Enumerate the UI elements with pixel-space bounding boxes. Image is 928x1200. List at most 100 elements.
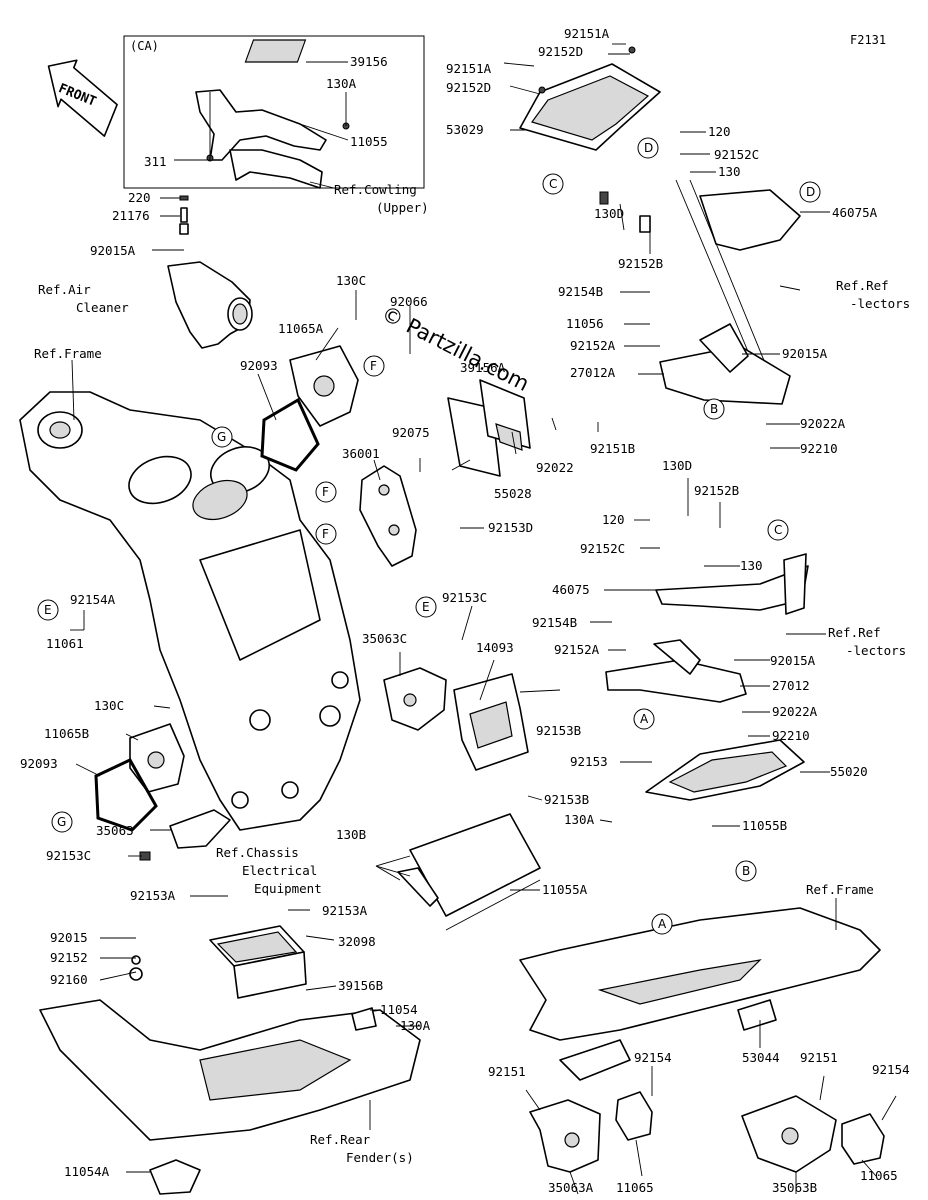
callout-label: 130C — [94, 698, 124, 713]
ref-circle-a-mid: A — [633, 708, 655, 730]
svg-text:E: E — [44, 603, 52, 617]
callout-label: 35063A — [548, 1180, 594, 1195]
ref-circle-f-mid1: F — [315, 481, 337, 503]
ref-circle-b-lower: B — [735, 860, 757, 882]
callout-label: 92152B — [618, 256, 663, 271]
callout-label: 92015A — [770, 653, 816, 668]
callout-label: 92153C — [442, 590, 487, 605]
callout-label: 55020 — [830, 764, 868, 779]
callout-label: 130A — [400, 1018, 431, 1033]
callout-label: 92015 — [50, 930, 88, 945]
leader-lines — [70, 43, 897, 1195]
callout-label: 130 — [718, 164, 741, 179]
cover-55020 — [645, 739, 805, 801]
callout-label: 39156A — [460, 360, 506, 375]
callout-label: 92093 — [240, 358, 278, 373]
callout-label: -lectors — [850, 296, 910, 311]
svg-text:F: F — [322, 527, 329, 541]
callout-label: 92154 — [872, 1062, 910, 1077]
rear-subframe — [519, 907, 881, 1081]
reference-circles: C D D B F G F F E E C A G B A — [37, 137, 821, 935]
ref-circle-b-upper: B — [703, 398, 725, 420]
svg-text:F: F — [322, 485, 329, 499]
rear-fender — [39, 955, 421, 1195]
callout-label: 35063B — [772, 1180, 817, 1195]
callout-label: 92152C — [714, 147, 759, 162]
callout-labels: 39156 130A 11055 311 Ref.Cowling (Upper)… — [20, 26, 910, 1195]
callout-label: 130D — [662, 458, 692, 473]
callout-label: Ref.Frame — [806, 882, 874, 897]
callout-label: Ref.Frame — [34, 346, 102, 361]
callout-label: 220 — [128, 190, 151, 205]
svg-text:G: G — [217, 430, 226, 444]
callout-label: Electrical — [242, 863, 317, 878]
callout-label: 92066 — [390, 294, 428, 309]
callout-label: 14093 — [476, 640, 514, 655]
air-cleaner-duct — [167, 261, 253, 349]
callout-label: Equipment — [254, 881, 322, 896]
ref-circle-f-mid2: F — [315, 523, 337, 545]
callout-label: 39156B — [338, 978, 383, 993]
front-arrow: FRONT — [47, 59, 118, 137]
callout-label: 92093 — [20, 756, 58, 771]
bracket-46075a — [599, 179, 801, 381]
callout-label: 92154 — [634, 1050, 672, 1065]
callout-label: 130 — [740, 558, 763, 573]
callout-label: 11065B — [44, 726, 89, 741]
callout-label: 11065 — [860, 1168, 898, 1183]
callout-label: 92152A — [554, 642, 600, 657]
callout-label: 53029 — [446, 122, 484, 137]
callout-label: 92151B — [590, 441, 635, 456]
callout-label: 11065 — [616, 1180, 654, 1195]
bracket-36001 — [359, 465, 417, 567]
callout-label: 92210 — [772, 728, 810, 743]
svg-text:F: F — [370, 359, 377, 373]
callout-label: 92152D — [446, 80, 491, 95]
ref-circle-c-right: C — [767, 519, 789, 541]
tray-11055a — [397, 813, 541, 931]
box-32098 — [209, 925, 307, 999]
bracket-46075 — [655, 553, 809, 615]
callout-label: 92075 — [392, 425, 430, 440]
svg-text:D: D — [806, 185, 815, 199]
svg-text:C: C — [549, 177, 557, 191]
callout-label: 92152D — [538, 44, 583, 59]
ref-circle-c-top: C — [542, 173, 564, 195]
ref-circle-g-lower: G — [51, 811, 73, 833]
ca-stay-bracket — [195, 39, 350, 189]
svg-text:C: C — [774, 523, 782, 537]
callout-label: 35063 — [96, 823, 134, 838]
part-drawings — [19, 39, 885, 1195]
callout-label: 92022A — [800, 416, 846, 431]
watermark: © Partzilla.com — [378, 301, 533, 396]
callout-label: 130A — [564, 812, 595, 827]
cover-14093 — [453, 673, 529, 771]
callout-label: 92152B — [694, 483, 739, 498]
callout-label: 92022A — [772, 704, 818, 719]
callout-label: Ref.Air — [38, 282, 91, 297]
callout-label: 27012 — [772, 678, 810, 693]
callout-label: 11056 — [566, 316, 604, 331]
callout-label: 92153C — [46, 848, 91, 863]
ref-circle-d-top: D — [637, 137, 659, 159]
callout-label: 32098 — [338, 934, 376, 949]
callout-label: 92022 — [536, 460, 574, 475]
ref-circle-e-left: E — [37, 599, 59, 621]
svg-text:B: B — [710, 402, 718, 416]
callout-label: 92154A — [70, 592, 116, 607]
seal-92093-lower — [94, 758, 158, 832]
callout-label: 46075A — [832, 205, 878, 220]
seal-92093-upper — [260, 397, 320, 472]
callout-label: 130D — [594, 206, 624, 221]
callout-label: 36001 — [342, 446, 380, 461]
bracket-35063c — [383, 667, 447, 731]
bracket-35063a — [529, 1099, 601, 1173]
main-frame — [19, 391, 361, 831]
callout-label: 130A — [326, 76, 357, 91]
callout-label: 120 — [708, 124, 731, 139]
step-11065-left — [615, 1091, 653, 1141]
svg-text:G: G — [57, 815, 66, 829]
callout-label: 92151A — [564, 26, 610, 41]
bracket-11054 — [351, 1007, 377, 1031]
